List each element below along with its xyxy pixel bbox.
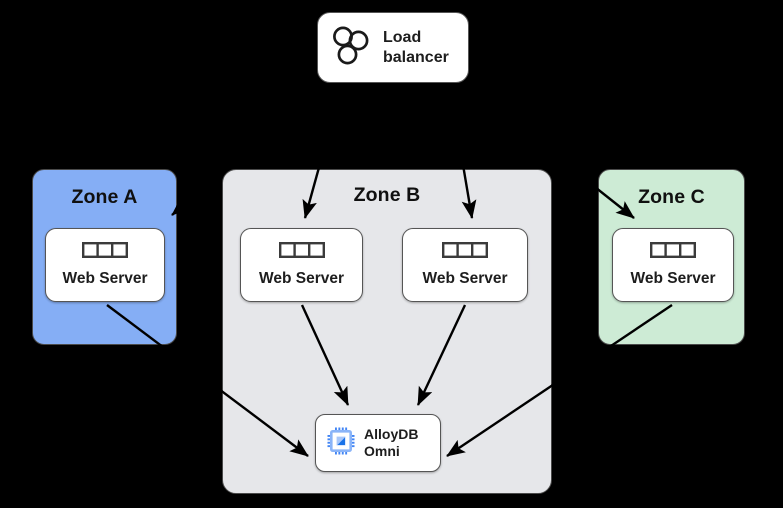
- web-server-label: Web Server: [62, 270, 148, 287]
- alloydb-label-line1: AlloyDB: [364, 425, 419, 442]
- zone-b-label: Zone B: [353, 184, 421, 206]
- server-rack-icon: [278, 242, 325, 263]
- load-balancer-label: Load balancer: [383, 28, 449, 68]
- web-server-node-zone-b-2[interactable]: Web Server: [402, 228, 528, 302]
- zone-a-label: Zone A: [71, 186, 138, 208]
- web-server-node-zone-a[interactable]: Web Server: [45, 228, 165, 302]
- alloydb-omni-label: AlloyDB Omni: [364, 426, 418, 461]
- web-server-label: Web Server: [422, 270, 508, 287]
- web-server-node-zone-b-1[interactable]: Web Server: [240, 228, 363, 302]
- web-server-node-zone-c[interactable]: Web Server: [612, 228, 734, 302]
- server-rack-icon: [650, 242, 696, 263]
- web-server-label: Web Server: [630, 270, 716, 287]
- zone-c-label: Zone C: [638, 186, 705, 208]
- alloydb-omni-node[interactable]: AlloyDB Omni: [315, 414, 441, 472]
- cpu-chip-icon: [327, 427, 355, 460]
- server-rack-icon: [442, 242, 488, 263]
- load-balancer-circles-icon: [331, 25, 372, 71]
- load-balancer-label-line2: balancer: [383, 48, 449, 66]
- load-balancer-label-line1: Load: [383, 28, 422, 46]
- load-balancer-node[interactable]: Load balancer: [317, 12, 469, 83]
- web-server-label: Web Server: [258, 270, 344, 287]
- alloydb-label-line2: Omni: [364, 443, 400, 459]
- server-rack-icon: [82, 242, 128, 263]
